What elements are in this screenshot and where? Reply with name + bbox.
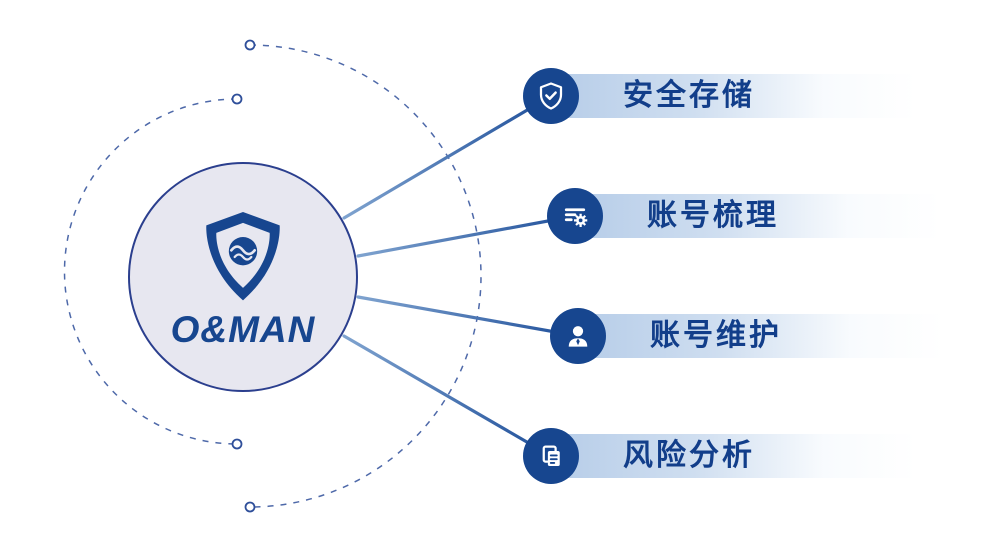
feature-item-account-maintenance: 账号维护	[550, 308, 1000, 364]
outer-dashed-arc	[249, 44, 482, 508]
inner-dashed-arc	[63, 98, 238, 445]
documents-icon	[523, 428, 579, 484]
brand-circle: O&MAN	[128, 162, 358, 392]
node-dot-top	[244, 39, 256, 51]
brand-name: O&MAN	[170, 308, 316, 350]
connector-line-1	[342, 94, 553, 220]
feature-bar: 账号梳理	[569, 194, 941, 238]
feature-bar: 账号维护	[572, 314, 944, 358]
account-list-gear-icon	[547, 188, 603, 244]
shield-check-icon	[523, 68, 579, 124]
feature-label: 账号梳理	[647, 199, 779, 232]
feature-item-account-sorting: 账号梳理	[547, 188, 997, 244]
feature-item-risk-analysis: 风险分析	[523, 428, 973, 484]
user-icon	[550, 308, 606, 364]
feature-bar: 安全存储	[545, 74, 917, 118]
shield-wave-icon	[206, 211, 280, 300]
connector-line-3	[356, 295, 580, 338]
node-dot-left-top	[231, 93, 243, 105]
connector-line-4	[342, 334, 553, 458]
feature-bar: 风险分析	[545, 434, 917, 478]
node-dot-left-bottom	[231, 438, 243, 450]
feature-item-secure-storage: 安全存储	[523, 68, 973, 124]
feature-label: 账号维护	[650, 319, 782, 352]
connector-line-2	[356, 214, 577, 258]
feature-label: 安全存储	[623, 79, 755, 112]
feature-label: 风险分析	[623, 439, 755, 472]
node-dot-bottom	[244, 501, 256, 513]
